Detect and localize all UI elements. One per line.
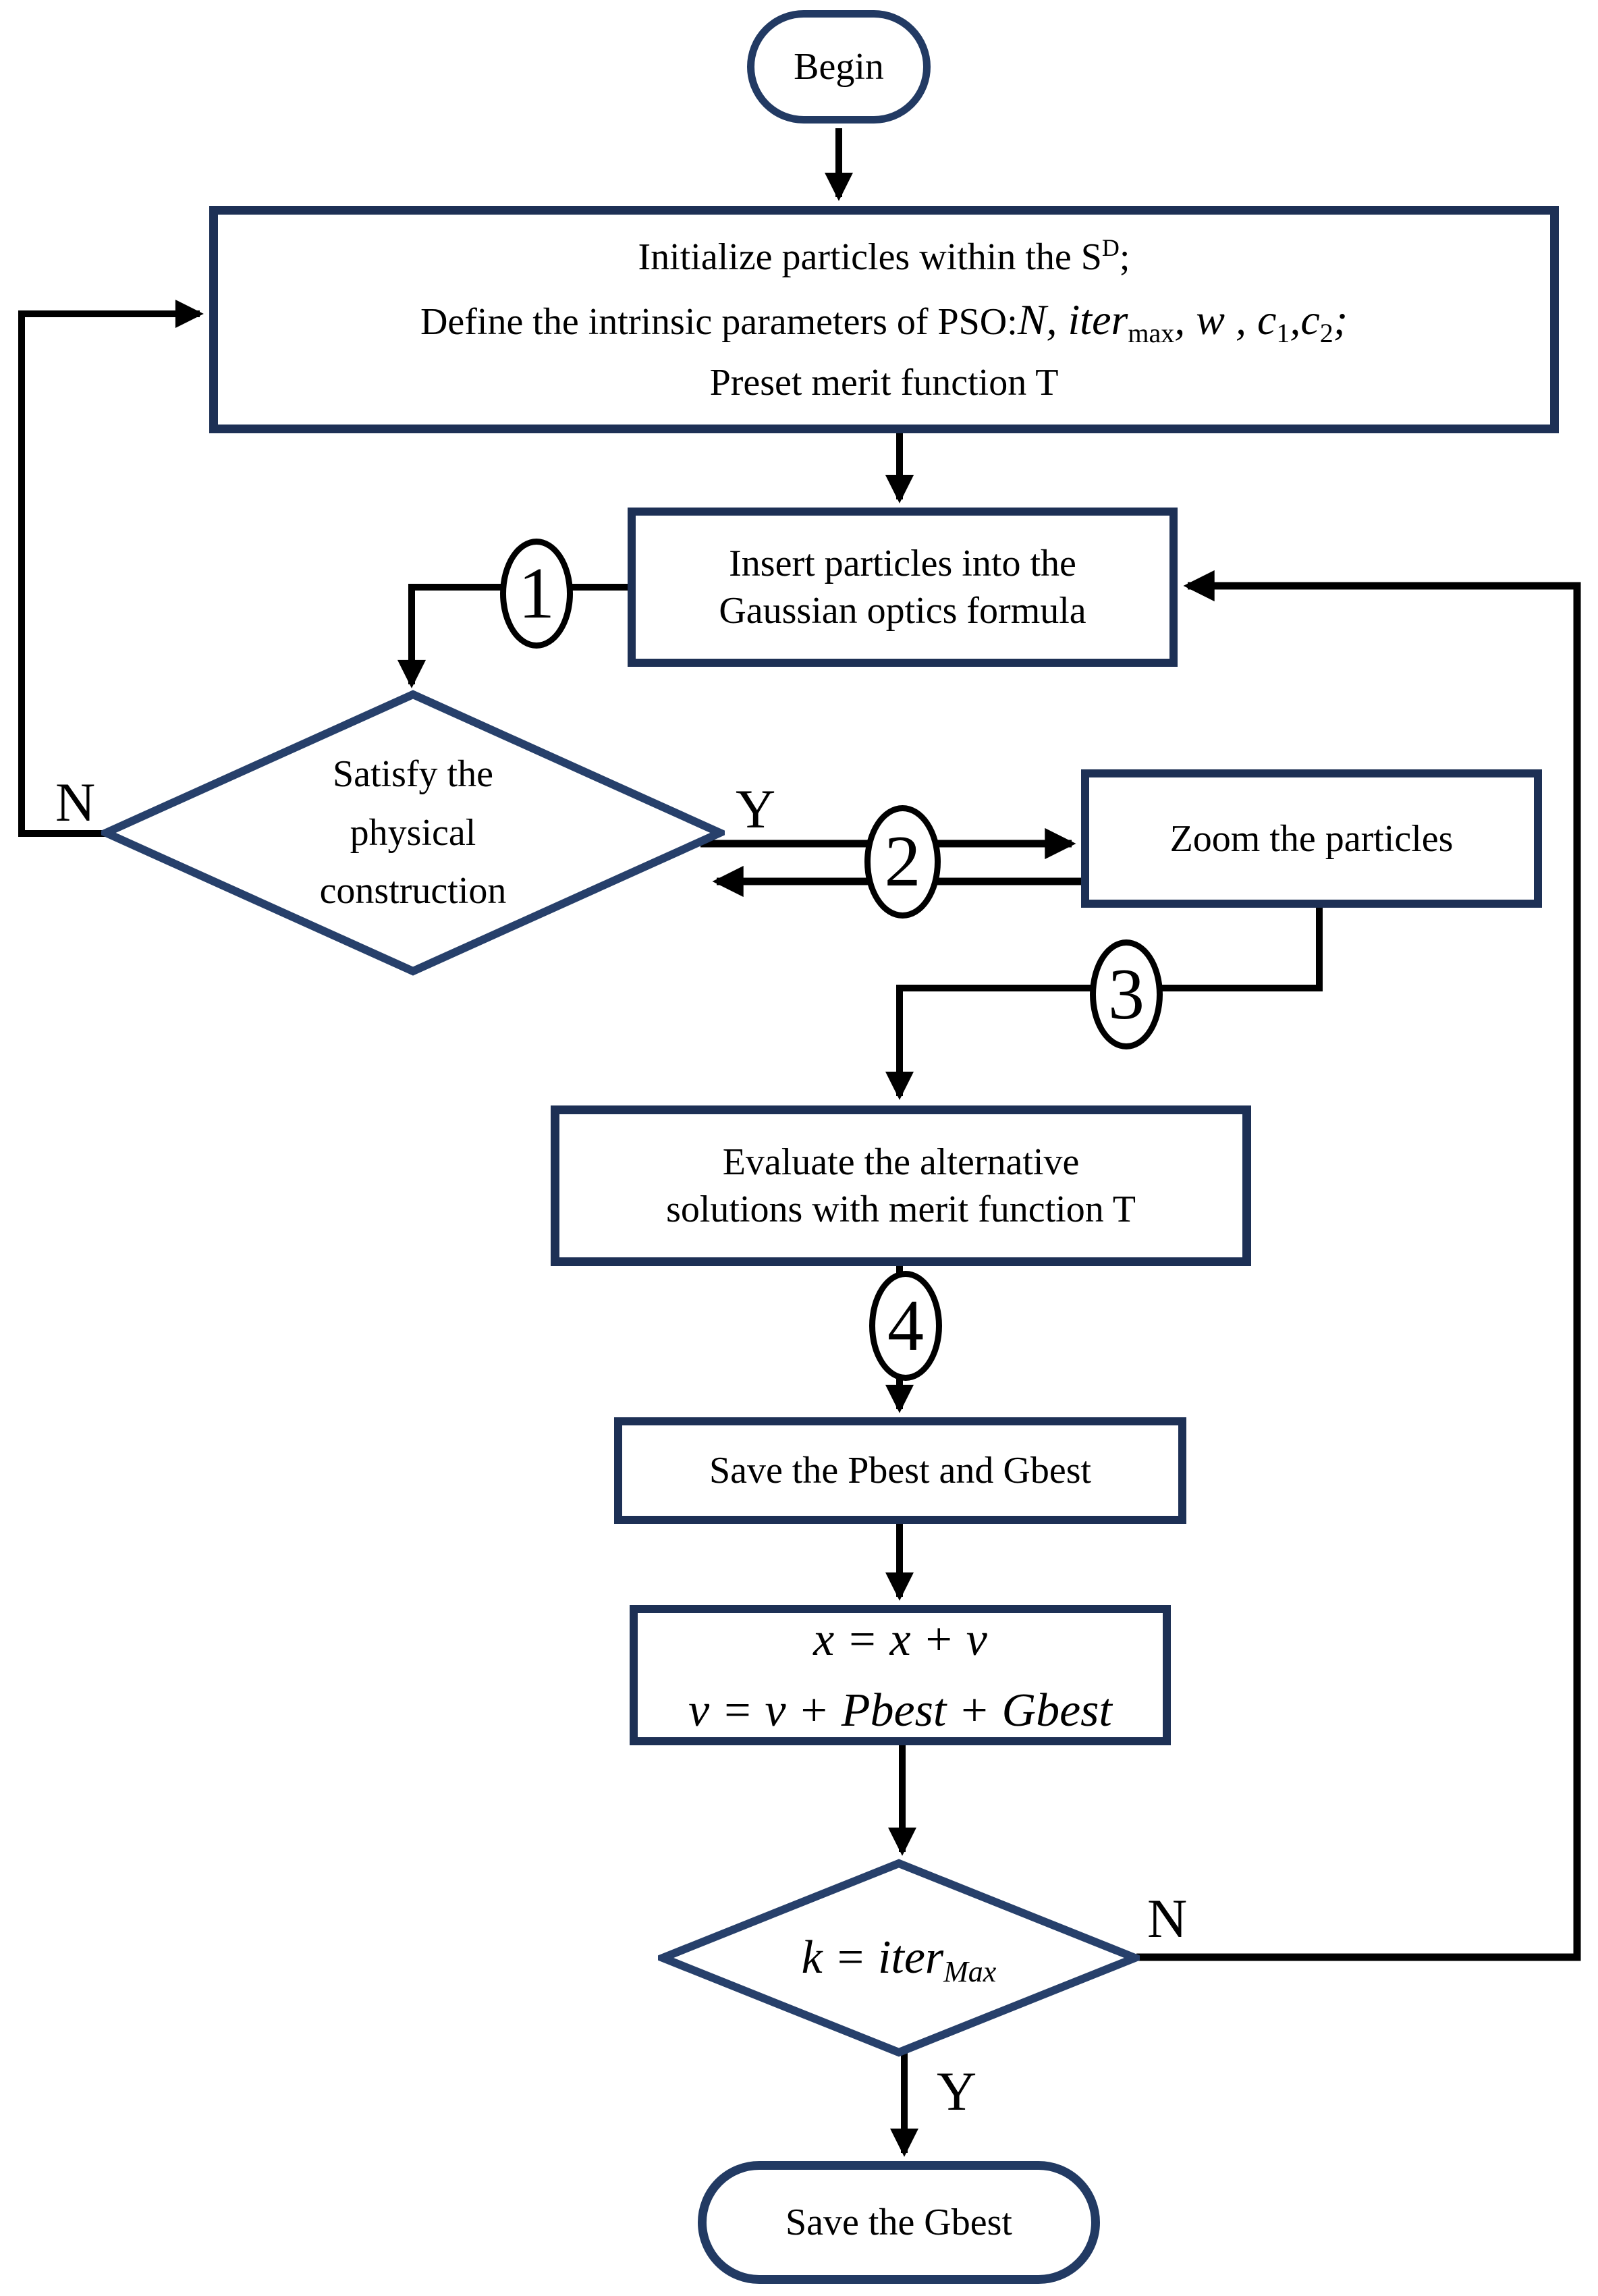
step-badge-1: 1 xyxy=(500,539,573,649)
satisfy-yes-label: Y xyxy=(736,778,776,840)
satisfy-no-label: N xyxy=(55,771,96,833)
subscript-max: max xyxy=(1128,317,1175,348)
satisfy-text: Satisfy the physical construction xyxy=(319,753,507,912)
update-equations-process: x = x + v v = v + Pbest + Gbest xyxy=(630,1605,1171,1745)
iter-no-label: N xyxy=(1147,1888,1188,1949)
save-gbest-terminal: Save the Gbest xyxy=(698,2161,1100,2284)
initialize-line2: Define the intrinsic parameters of PSO:N… xyxy=(420,295,1348,348)
evaluate-process: Evaluate the alternative solutions with … xyxy=(551,1105,1251,1266)
initialize-line3: Preset merit function T xyxy=(709,361,1059,404)
iter-yes-label: Y xyxy=(937,2060,977,2122)
step-badge-4: 4 xyxy=(869,1271,942,1381)
step-badge-3: 3 xyxy=(1090,939,1163,1049)
begin-label: Begin xyxy=(794,46,884,88)
subscript-Max: Max xyxy=(943,1955,997,1988)
subscript-1: 1 xyxy=(1276,317,1290,348)
begin-terminal: Begin xyxy=(747,10,931,124)
edge-iter-no-feedback xyxy=(1136,570,1581,1961)
satisfy-decision-diamond: Satisfy the physical construction xyxy=(101,690,725,976)
initialize-line1: Initialize particles within the SD; xyxy=(638,234,1130,278)
equation-v: v = v + Pbest + Gbest xyxy=(688,1685,1112,1737)
step-badge-2: 2 xyxy=(864,805,941,919)
save-pbest-gbest-process: Save the Pbest and Gbest xyxy=(614,1417,1186,1524)
iteration-check-diamond: k = iterMax xyxy=(658,1859,1140,2057)
superscript-D: D xyxy=(1101,234,1120,261)
initialize-process: Initialize particles within the SD; Defi… xyxy=(209,206,1559,433)
edge-satisfy-no-feedback xyxy=(18,300,204,837)
insert-particles-process: Insert particles into the Gaussian optic… xyxy=(628,508,1178,667)
iteration-check-text: k = iterMax xyxy=(801,1931,997,1988)
diamond-shape xyxy=(101,690,725,976)
subscript-2: 2 xyxy=(1319,317,1333,348)
equation-x: x = x + v xyxy=(813,1614,987,1666)
diamond-shape xyxy=(658,1859,1140,2057)
zoom-particles-process: Zoom the particles xyxy=(1081,769,1542,908)
